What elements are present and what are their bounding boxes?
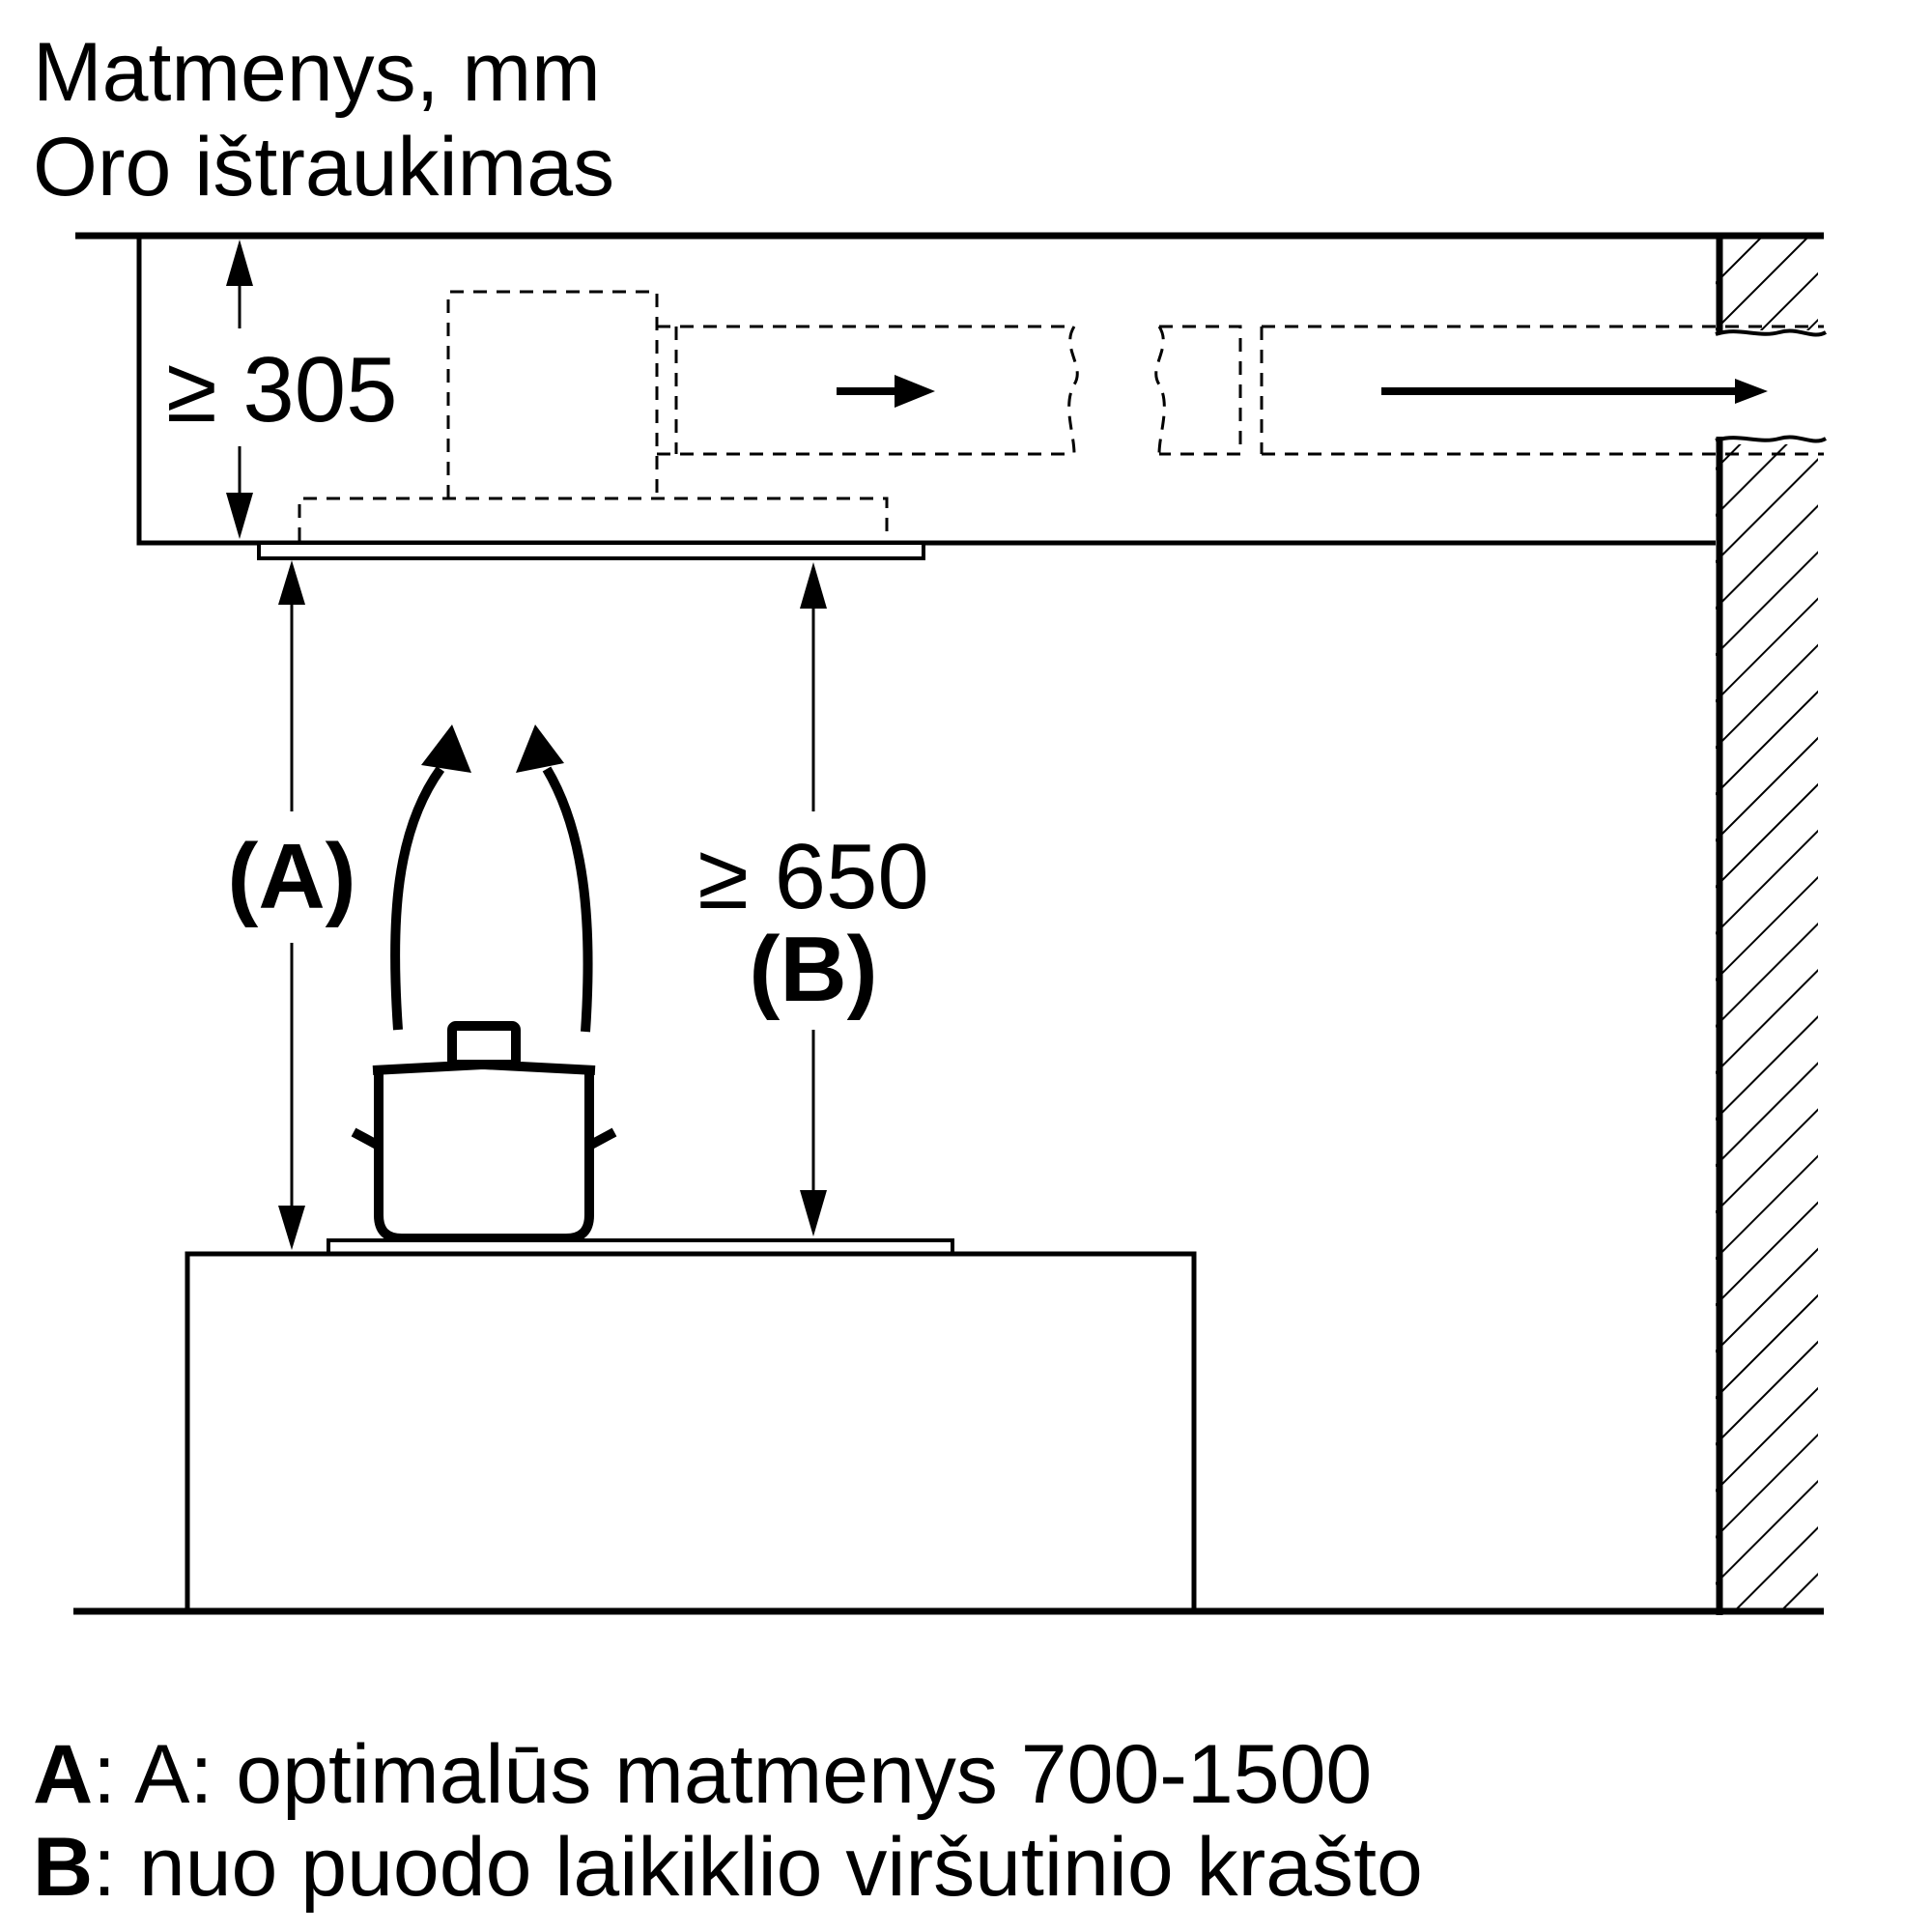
legend-b: B: nuo puodo laikiklio viršutinio krašto: [33, 1821, 1423, 1914]
duct-airflow-arrow-right: [1381, 379, 1768, 404]
dimension-a-label: (A): [227, 825, 355, 928]
dimension-top-value: ≥ 305: [166, 338, 398, 441]
suspended-ceiling: [136, 236, 1716, 546]
legend-a-key: A: [33, 1728, 93, 1821]
dimension-a-arrow: [278, 560, 305, 1250]
dimension-b-label: (B): [749, 918, 877, 1021]
dimension-top-arrow: [226, 240, 253, 539]
steam-arrow-left: [390, 724, 471, 1031]
legend-b-key: B: [33, 1821, 93, 1914]
hood-panel: [257, 541, 925, 560]
cooking-pot: [351, 1021, 617, 1243]
dimension-b-value: ≥ 650: [697, 825, 929, 928]
legend-a: A: A: optimalūs matmenys 700-1500: [33, 1728, 1372, 1821]
duct-airflow-arrow-left: [837, 375, 935, 408]
diagram-title: Matmenys, mm: [33, 26, 601, 119]
dimension-b-arrow: [800, 562, 827, 1236]
kitchen-counter: [185, 1251, 1197, 1614]
diagram-subtitle: Oro ištraukimas: [33, 121, 614, 213]
legend-a-text: : A: optimalūs matmenys 700-1500: [93, 1728, 1372, 1821]
ceiling-hood: [298, 290, 889, 541]
air-duct: [657, 325, 1824, 456]
wall: [1715, 236, 1827, 1615]
steam-arrow-right: [516, 724, 593, 1033]
legend-b-text: : nuo puodo laikiklio viršutinio krašto: [93, 1821, 1423, 1914]
